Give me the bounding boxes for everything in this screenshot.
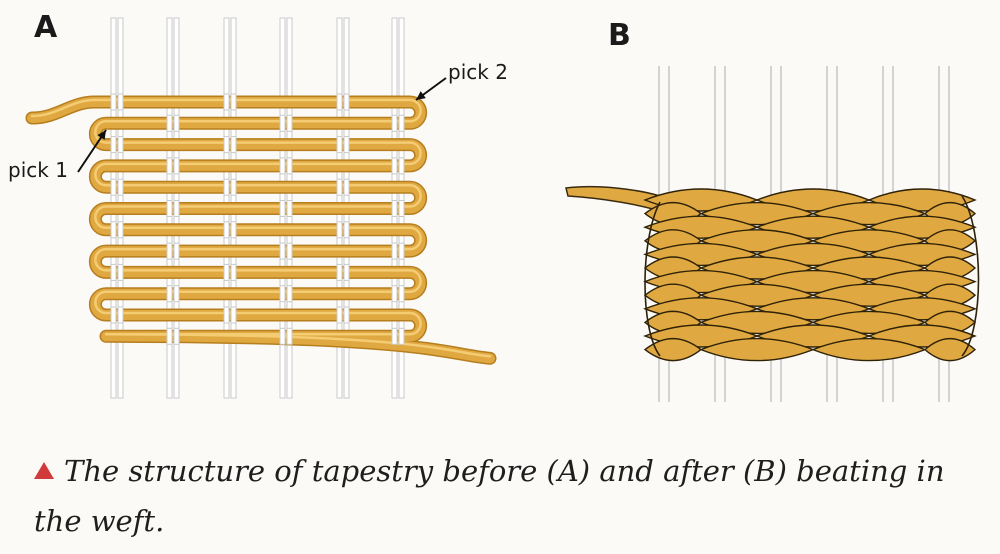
warp-over-weft bbox=[336, 178, 350, 196]
caption-marker-icon bbox=[34, 462, 54, 479]
weft-yarn-highlight bbox=[30, 98, 492, 358]
warp-over-weft bbox=[166, 114, 180, 132]
warp-over-weft bbox=[391, 285, 405, 303]
warp-over-weft bbox=[279, 327, 293, 345]
warp-over-weft bbox=[223, 93, 237, 111]
pick-1-label: pick 1 bbox=[8, 158, 68, 182]
warp-over-weft bbox=[279, 114, 293, 132]
warp-over-weft bbox=[336, 221, 350, 239]
warp-over-weft bbox=[110, 263, 124, 281]
warp-over-weft bbox=[223, 136, 237, 154]
warp-over-weft bbox=[166, 327, 180, 345]
weft-edge-left bbox=[644, 201, 661, 357]
warp-over-weft bbox=[166, 200, 180, 217]
weft-edge-right bbox=[961, 195, 980, 357]
warp-over-weft bbox=[391, 114, 405, 132]
warp-over-weft bbox=[336, 136, 350, 154]
warp-over-weft bbox=[336, 263, 350, 281]
panel-label-b: B bbox=[608, 18, 631, 53]
warp-over-weft bbox=[391, 242, 405, 260]
caption-text: The structure of tapestry before (A) and… bbox=[34, 454, 945, 538]
warp-over-weft bbox=[336, 93, 350, 111]
warp-over-weft bbox=[279, 242, 293, 260]
warp-over-weft bbox=[110, 221, 124, 239]
tapestry-diagram bbox=[25, 17, 980, 402]
figure-caption: The structure of tapestry before (A) and… bbox=[34, 446, 974, 546]
warp-over-weft bbox=[391, 157, 405, 175]
panel-b-after-beating bbox=[565, 66, 980, 402]
warp-over-weft bbox=[110, 93, 124, 111]
warp-over-weft bbox=[391, 327, 405, 345]
warp-over-weft bbox=[279, 200, 293, 217]
warp-over-weft bbox=[110, 306, 124, 324]
warp-over-weft bbox=[223, 263, 237, 281]
warp-over-weft bbox=[110, 178, 124, 196]
warp-over-weft bbox=[110, 136, 124, 154]
panel-label-a: A bbox=[34, 10, 58, 45]
warp-over-weft bbox=[279, 157, 293, 175]
warp-over-weft bbox=[166, 285, 180, 303]
pick-2-arrow-icon bbox=[415, 77, 447, 101]
warp-over-weft bbox=[336, 306, 350, 324]
pick-2-label: pick 2 bbox=[448, 60, 508, 84]
warp-over-weft bbox=[223, 178, 237, 196]
callout-arrows bbox=[77, 77, 447, 173]
warp-over-weft bbox=[166, 157, 180, 175]
pick-1-arrow-icon bbox=[77, 129, 107, 173]
warp-over-weft bbox=[166, 242, 180, 260]
panel-a-before-beating bbox=[25, 17, 497, 399]
warp-over-weft bbox=[391, 200, 405, 217]
warp-over-weft bbox=[279, 285, 293, 303]
warp-over-weft bbox=[223, 306, 237, 324]
warp-over-weft bbox=[223, 221, 237, 239]
